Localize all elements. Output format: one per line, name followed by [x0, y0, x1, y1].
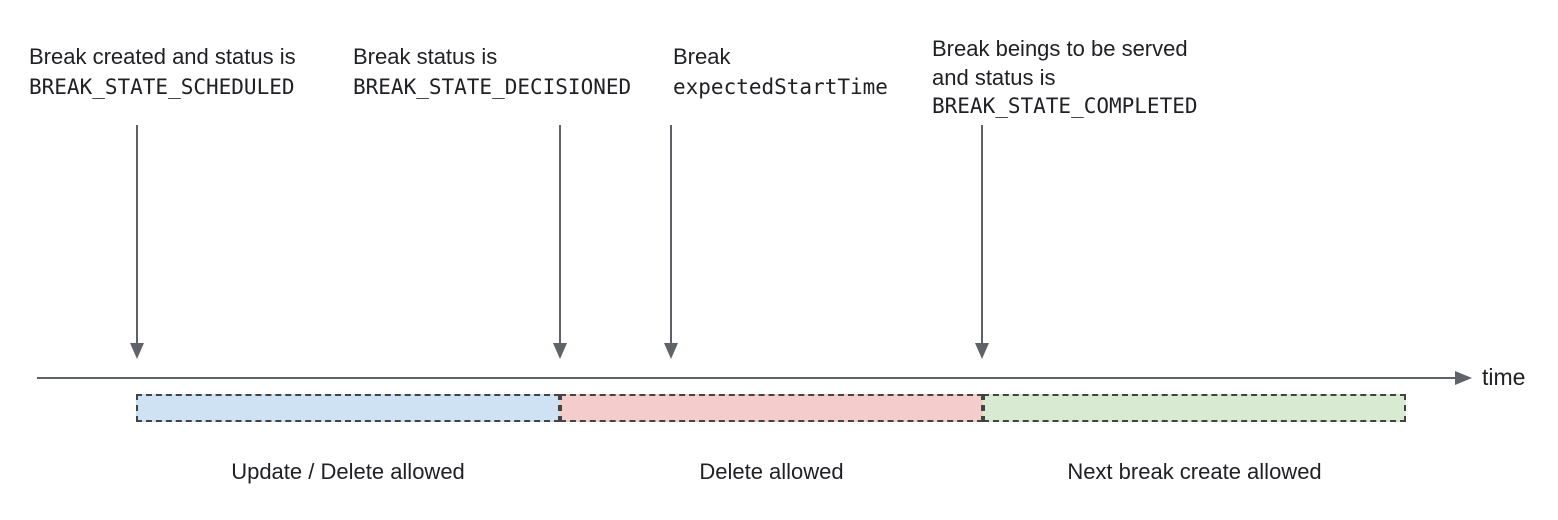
down-arrow-icon	[664, 125, 678, 359]
segment-label: Next break create allowed	[1067, 459, 1322, 484]
time-axis-label: time	[1482, 364, 1526, 390]
segment-label: Delete allowed	[699, 459, 844, 484]
annotation-break-decisioned: Break status is BREAK_STATE_DECISIONED	[353, 42, 631, 102]
time-axis-arrow-head-icon	[1455, 371, 1472, 385]
annotation-code: BREAK_STATE_COMPLETED	[932, 94, 1198, 118]
annotation-text: Break beings to be served	[932, 36, 1188, 61]
arrow-shaft	[670, 125, 672, 343]
arrow-head-icon	[553, 343, 567, 359]
down-arrow-icon	[553, 125, 567, 359]
annotation-text: Break status is	[353, 44, 498, 69]
annotation-code: BREAK_STATE_DECISIONED	[353, 75, 632, 99]
time-axis	[37, 377, 1455, 379]
segment-label: Update / Delete allowed	[231, 459, 465, 484]
annotation-code: BREAK_STATE_SCHEDULED	[29, 75, 295, 99]
segment-delete-allowed	[560, 394, 983, 422]
annotation-text: and status is	[932, 65, 1056, 90]
arrow-shaft	[136, 125, 138, 343]
down-arrow-icon	[130, 125, 144, 359]
arrow-head-icon	[975, 343, 989, 359]
annotation-text: Break created and status is	[29, 44, 296, 69]
arrow-shaft	[981, 125, 983, 343]
annotation-expected-start-time: Break expectedStartTime	[673, 42, 888, 102]
arrow-head-icon	[130, 343, 144, 359]
arrow-shaft	[559, 125, 561, 343]
annotation-break-completed: Break beings to be served and status is …	[932, 34, 1198, 121]
annotation-text: Break	[673, 44, 731, 69]
annotation-code: expectedStartTime	[673, 75, 888, 99]
segment-update-delete-allowed	[136, 394, 560, 422]
down-arrow-icon	[975, 125, 989, 359]
annotation-break-scheduled: Break created and status is BREAK_STATE_…	[29, 42, 296, 102]
segment-next-break-create-allowed	[983, 394, 1406, 422]
arrow-head-icon	[664, 343, 678, 359]
